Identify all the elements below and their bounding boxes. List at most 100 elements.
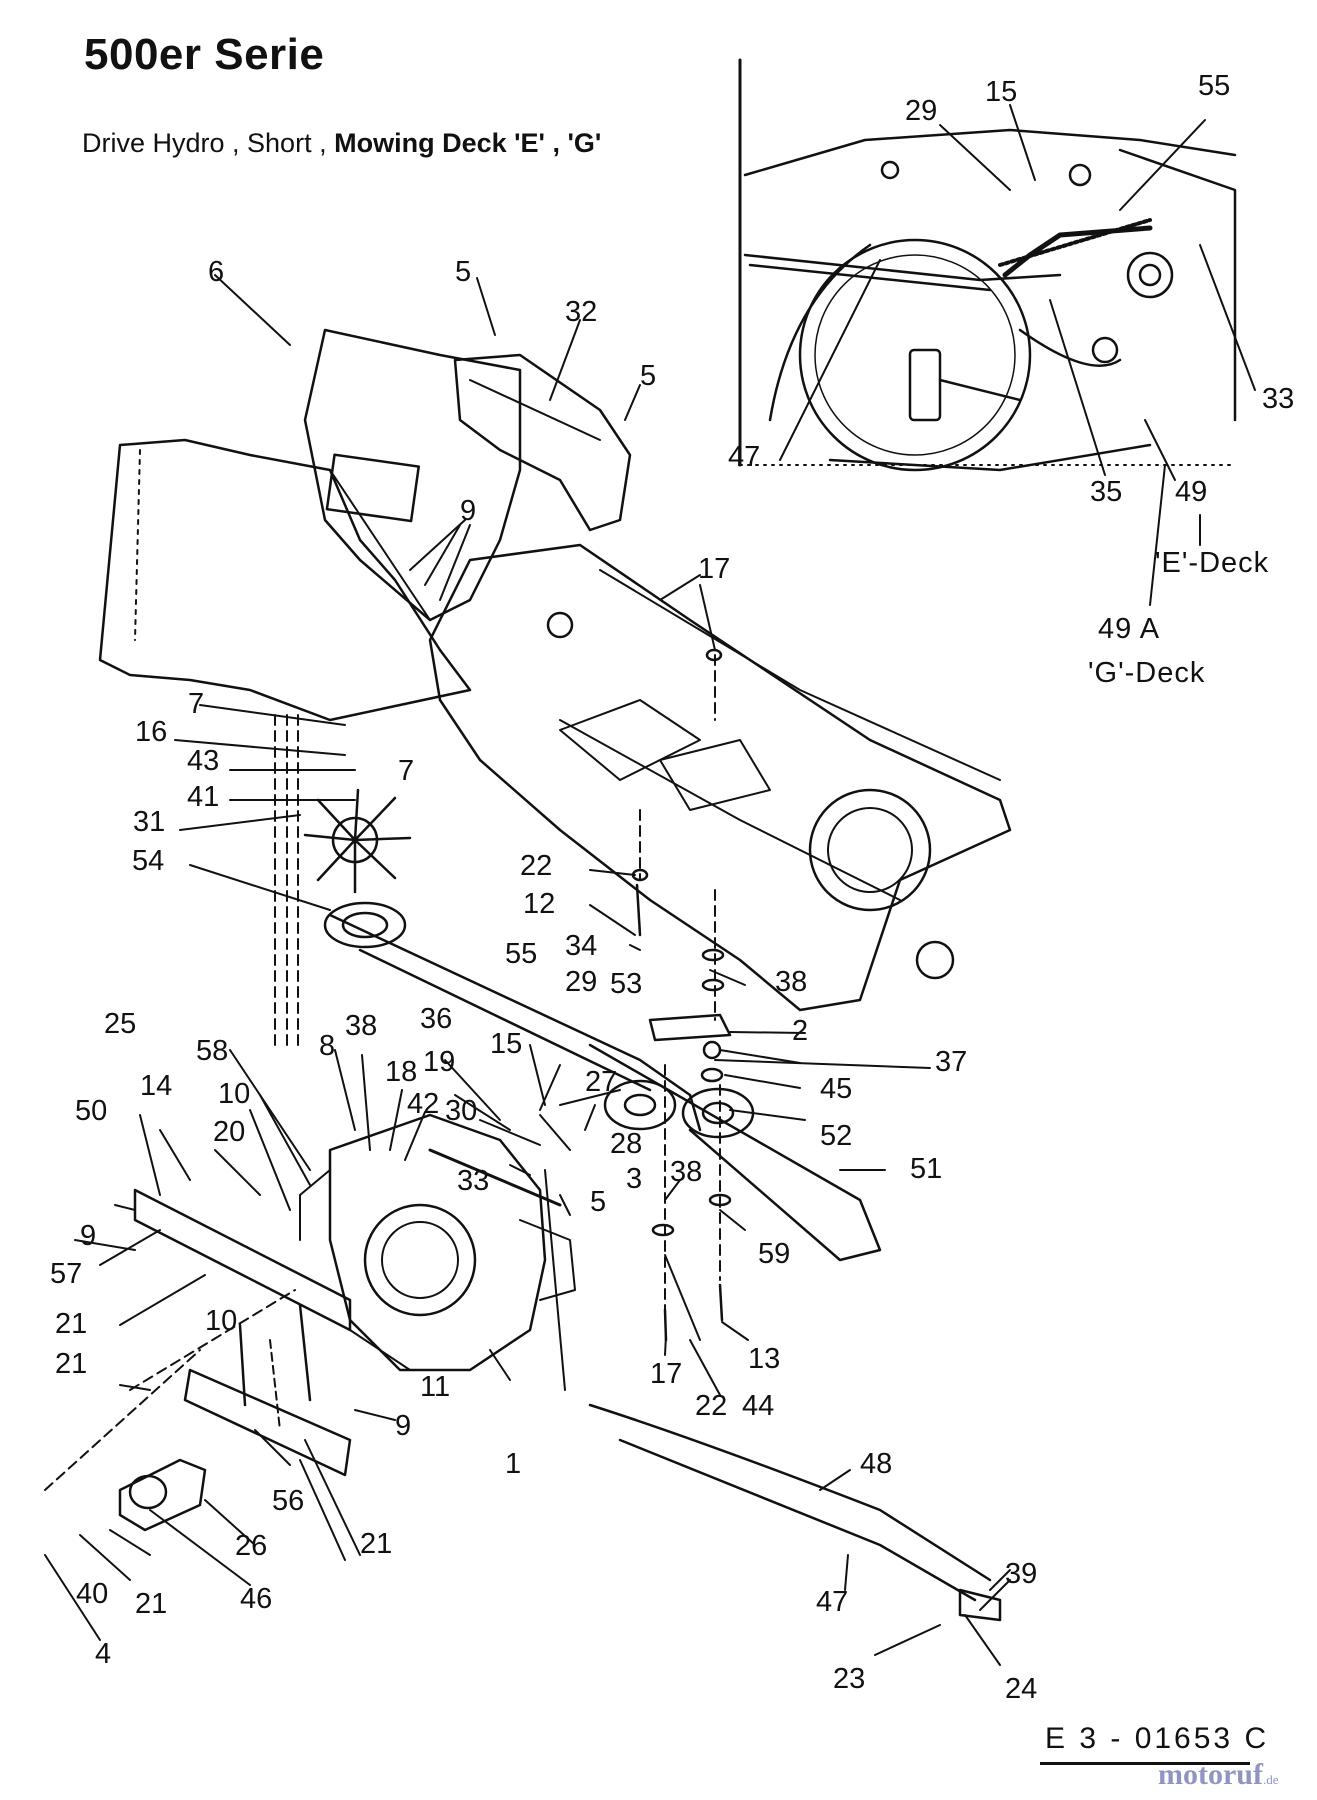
part-callout: 42: [407, 1088, 440, 1120]
part-callout: 40: [76, 1578, 109, 1610]
part-callout: 7: [188, 688, 205, 720]
part-callout: 27: [585, 1066, 618, 1098]
part-callout: 17: [650, 1358, 683, 1390]
part-callout: 24: [1005, 1673, 1038, 1705]
subtitle-mowing-deck: Mowing Deck 'E' , 'G': [334, 128, 602, 158]
part-callout: 31: [133, 806, 166, 838]
part-callout: 5: [640, 360, 657, 392]
part-callout: 22: [695, 1390, 728, 1422]
part-callout: 15: [490, 1028, 523, 1060]
part-callout: 39: [1005, 1558, 1038, 1590]
part-callout: 23: [833, 1663, 866, 1695]
part-callout: 52: [820, 1120, 853, 1152]
part-callout: 25: [104, 1008, 137, 1040]
part-callout: 5: [590, 1186, 607, 1218]
inset-label-g-deck-number: 49 A: [1098, 613, 1161, 645]
part-callout: 58: [196, 1035, 229, 1067]
page-title: 500er Serie: [84, 30, 325, 79]
part-callout: 21: [55, 1348, 88, 1380]
part-callout: 57: [50, 1258, 83, 1290]
part-callout: 18: [385, 1056, 418, 1088]
part-callout: 13: [748, 1343, 781, 1375]
part-callout: 5: [455, 256, 472, 288]
part-callout: 16: [135, 716, 168, 748]
seat-bracket: [453, 353, 632, 532]
drawing-code: E 3 - 01653 C: [1045, 1722, 1270, 1755]
part-callout: 6: [208, 256, 225, 288]
part-callout: 8: [319, 1030, 336, 1062]
part-callout: 32: [565, 296, 598, 328]
part-callout: 56: [272, 1485, 305, 1517]
part-callout: 4: [95, 1638, 112, 1670]
part-callout: 46: [240, 1583, 273, 1615]
part-callout: 17: [698, 553, 731, 585]
part-callout: 49: [1175, 476, 1208, 508]
part-callout: 38: [345, 1010, 378, 1042]
main-frame: [428, 543, 1012, 1012]
part-callout: 36: [420, 1003, 453, 1035]
part-callout: 33: [457, 1165, 490, 1197]
part-callout: 9: [460, 495, 477, 527]
inset-label-g-deck: 'G'-Deck: [1088, 657, 1206, 689]
part-callout: 50: [75, 1095, 108, 1127]
part-callout: 21: [135, 1588, 168, 1620]
part-callout: 37: [935, 1046, 968, 1078]
drawing-code-rule: [1040, 1762, 1250, 1765]
part-callout: 3: [626, 1163, 643, 1195]
hydro-transmission: [299, 1113, 576, 1372]
subtitle: Drive Hydro , Short , Mowing Deck 'E' , …: [82, 128, 601, 159]
inset-label-e-deck: 'E'-Deck: [1155, 547, 1270, 579]
part-callout: 19: [423, 1046, 456, 1078]
part-callout: 47: [816, 1586, 849, 1618]
part-callout: 38: [670, 1156, 703, 1188]
engine-pulley: [323, 901, 407, 949]
part-callout: 26: [235, 1530, 268, 1562]
part-callout: 21: [55, 1308, 88, 1340]
axle-bracket: [133, 1188, 352, 1477]
part-callout: 15: [985, 76, 1018, 108]
wheel-hub: [118, 1458, 207, 1532]
part-callout: 47: [728, 441, 761, 473]
part-callout: 34: [565, 930, 598, 962]
part-callout: 14: [140, 1070, 173, 1102]
part-callout: 45: [820, 1073, 853, 1105]
part-callout: 28: [610, 1128, 643, 1160]
part-callout: 20: [213, 1116, 246, 1148]
control-linkage: [428, 1089, 621, 1207]
part-callout: 48: [860, 1448, 893, 1480]
part-callout: 1: [505, 1448, 522, 1480]
fender-panel: [98, 328, 522, 722]
cooling-fan: [303, 788, 412, 894]
part-callout: 10: [205, 1305, 238, 1337]
part-callout: 22: [520, 850, 553, 882]
part-callout: 7: [398, 755, 415, 787]
part-callout: 41: [187, 781, 220, 813]
part-callout: 12: [523, 888, 556, 920]
part-callout: 10: [218, 1078, 251, 1110]
part-callout: 44: [742, 1390, 775, 1422]
part-callout: 9: [80, 1220, 97, 1252]
part-callout: 2: [792, 1015, 809, 1047]
part-callout: 29: [565, 966, 598, 998]
part-callout: 35: [1090, 476, 1123, 508]
brand-logo: motoruf.de: [1158, 1758, 1279, 1791]
part-callout: 30: [445, 1095, 478, 1127]
part-callout: 54: [132, 845, 165, 877]
part-callout: 55: [1198, 70, 1231, 102]
part-callout: 53: [610, 968, 643, 1000]
drive-belt: [328, 913, 882, 1262]
part-callout: 43: [187, 745, 220, 777]
leader-lines: [44, 104, 1256, 1666]
part-callout: 21: [360, 1528, 393, 1560]
part-callout: 59: [758, 1238, 791, 1270]
part-callout: 38: [775, 966, 808, 998]
part-callout: 29: [905, 95, 938, 127]
part-callout: 9: [395, 1410, 412, 1442]
part-callout: 55: [505, 938, 538, 970]
inset-frame: [738, 58, 1236, 467]
part-callout: 11: [420, 1371, 451, 1403]
inset-detail-drawing: [743, 128, 1237, 472]
subtitle-drive: Drive Hydro , Short ,: [82, 128, 327, 158]
deck-belt: [588, 1403, 1002, 1622]
